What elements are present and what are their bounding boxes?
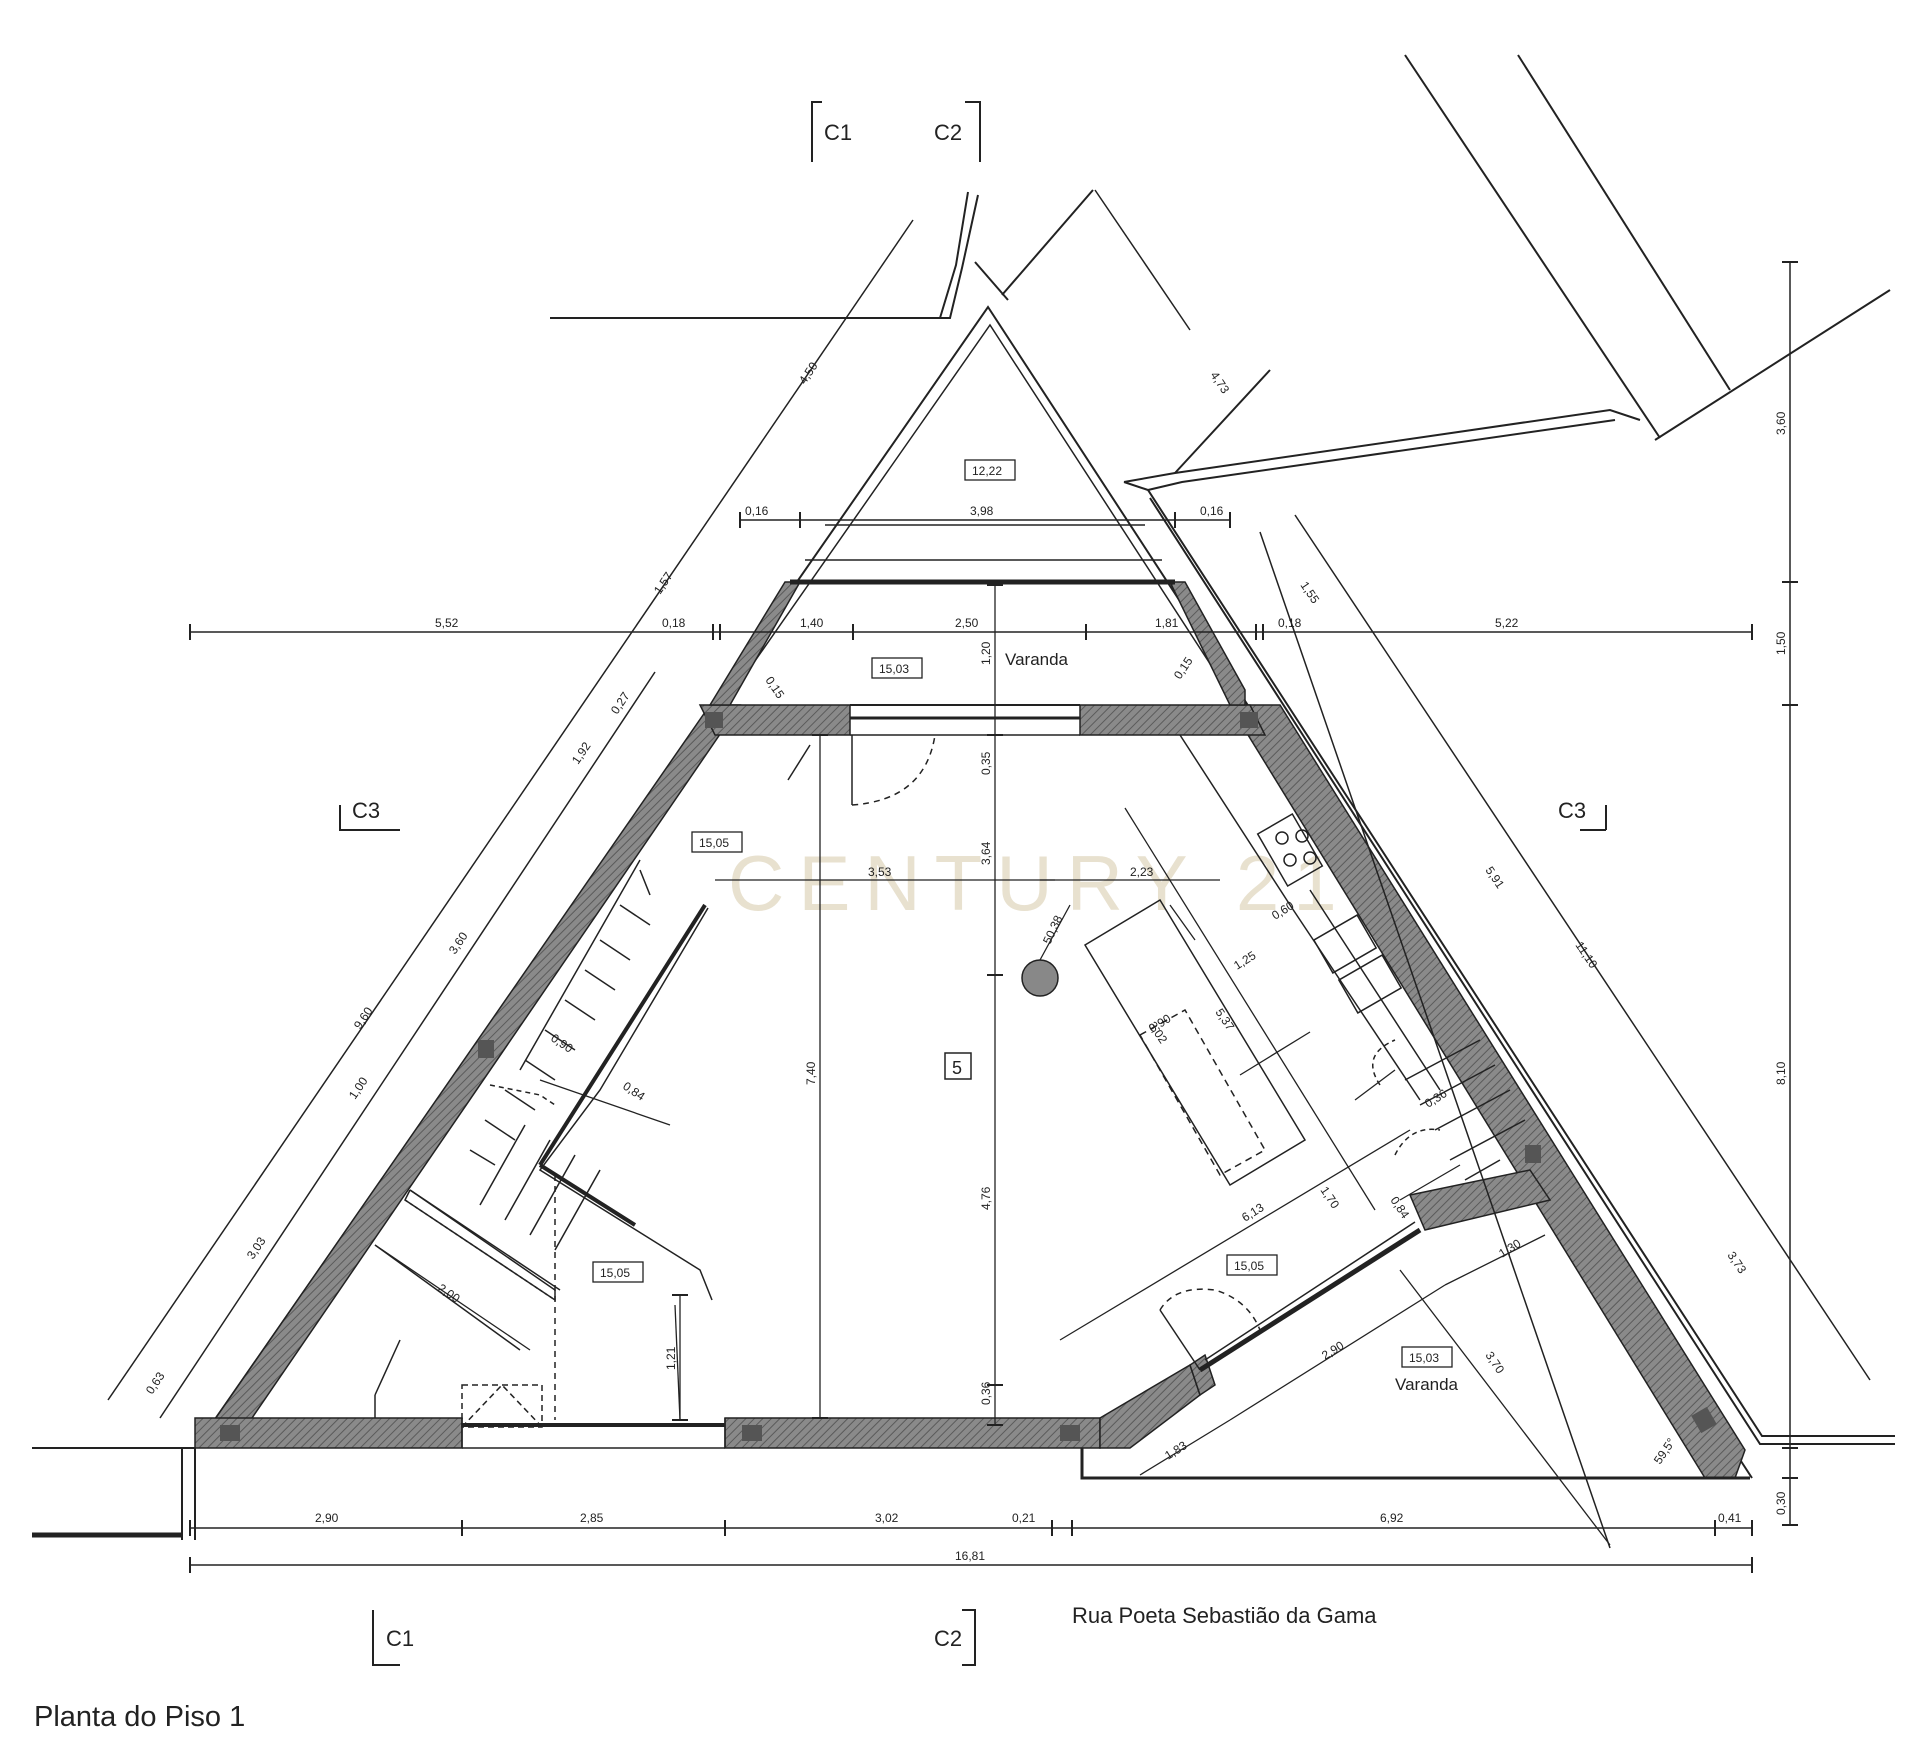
staircase: [374, 859, 713, 1420]
dim-5-91: 5,91: [1483, 864, 1508, 891]
dim-8-10: 8,10: [1774, 1061, 1788, 1085]
section-mark-c2-top: C2: [934, 120, 962, 145]
dim-2-23: 2,23: [1130, 865, 1154, 879]
dim-1-70: 1,70: [1318, 1184, 1343, 1211]
room-label-varanda-top: Varanda: [1005, 650, 1069, 669]
kitchen: [1083, 734, 1526, 1187]
dim-6-13: 6,13: [1239, 1200, 1267, 1224]
material-tags: [592, 459, 1453, 1368]
tag-12-22: 12,22: [972, 464, 1002, 478]
dim-3-02: 3,02: [875, 1511, 899, 1525]
section-mark-c1-top: C1: [824, 120, 852, 145]
dim-1-25: 1,25: [1231, 948, 1259, 972]
dim-3-98: 3,98: [970, 504, 994, 518]
tag-15-03-bottom: 15,03: [1409, 1351, 1439, 1365]
dim-1-83: 1,83: [1162, 1438, 1190, 1462]
dim-2-85: 2,85: [580, 1511, 604, 1525]
section-mark-c2-bottom: C2: [934, 1626, 962, 1651]
tag-15-03-top: 15,03: [879, 662, 909, 676]
exterior-dimension-lines: [107, 189, 1871, 1566]
dim-0-30: 0,30: [1774, 1491, 1788, 1515]
section-mark-c3-right: C3: [1558, 798, 1586, 823]
room-label-varanda-bottom: Varanda: [1395, 1375, 1459, 1394]
dim-7-40: 7,40: [804, 1061, 818, 1085]
dim-1-00: 1,00: [346, 1074, 371, 1101]
dim-1-20: 1,20: [979, 641, 993, 665]
dim-59-5: 59,5°: [1651, 1435, 1678, 1466]
dim-0-36: 0,36: [979, 1381, 993, 1405]
dim-0-27: 0,27: [608, 689, 633, 716]
dim-0-35: 0,35: [979, 751, 993, 775]
dim-5-22: 5,22: [1495, 616, 1519, 630]
tag-15-05-b: 15,05: [600, 1266, 630, 1280]
dimension-ticks: [189, 261, 1798, 1573]
dim-0-16a: 0,16: [745, 504, 769, 518]
dim-3-60b: 3,60: [446, 929, 471, 956]
dim-0-84b: 0,84: [620, 1079, 647, 1104]
dim-3-70: 3,70: [1483, 1349, 1508, 1376]
dim-5-52: 5,52: [435, 616, 459, 630]
dim-1-21: 1,21: [664, 1346, 678, 1370]
dim-3-53: 3,53: [868, 865, 892, 879]
dim-0-21: 0,21: [1012, 1511, 1036, 1525]
dim-3-73: 3,73: [1725, 1249, 1750, 1276]
dim-0-36b: 0,36: [1422, 1086, 1450, 1110]
dim-1-92: 1,92: [569, 739, 594, 766]
section-mark-c3-left: C3: [352, 798, 380, 823]
doors: [374, 734, 1441, 1428]
dim-0-16b: 0,16: [1200, 504, 1224, 518]
dim-0-18b: 0,18: [1278, 616, 1302, 630]
bottom-openings: [461, 1418, 726, 1449]
dim-3-64: 3,64: [979, 841, 993, 865]
dim-2-90b: 2,90: [1319, 1338, 1347, 1362]
bottom-varanda: [1080, 1221, 1750, 1480]
dim-2-50: 2,50: [955, 616, 979, 630]
tag-15-05-a: 15,05: [699, 836, 729, 850]
dim-6-92: 6,92: [1380, 1511, 1404, 1525]
building-walls: [194, 305, 1753, 1479]
dim-9-60: 9,60: [351, 1004, 376, 1031]
dim-2-90: 2,90: [315, 1511, 339, 1525]
dim-1-50: 1,50: [1774, 631, 1788, 655]
street-name: Rua Poeta Sebastião da Gama: [1072, 1603, 1377, 1628]
dim-0-15b: 0,15: [1171, 654, 1196, 681]
dim-16-81: 16,81: [955, 1549, 985, 1563]
tag-15-05-c: 15,05: [1234, 1259, 1264, 1273]
dim-0-15a: 0,15: [763, 674, 788, 701]
dim-0-84: 0,84: [1388, 1194, 1413, 1221]
drawing-title: Planta do Piso 1: [34, 1701, 246, 1733]
dim-4-50: 4,50: [796, 359, 821, 386]
interior-dimension-lines: [374, 585, 1611, 1546]
dim-5-37: 5,37: [1213, 1006, 1238, 1033]
room-number: 5: [952, 1058, 962, 1078]
dim-0-41: 0,41: [1718, 1511, 1742, 1525]
dim-11-10: 11,10: [1573, 939, 1601, 971]
dim-1-55: 1,55: [1298, 579, 1323, 606]
dim-0-18a: 0,18: [662, 616, 686, 630]
section-markers: [339, 101, 1607, 1666]
dim-1-40: 1,40: [800, 616, 824, 630]
top-varanda: [790, 524, 1175, 736]
dim-1-81: 1,81: [1155, 616, 1179, 630]
dim-0-63: 0,63: [143, 1369, 168, 1396]
section-mark-c1-bottom: C1: [386, 1626, 414, 1651]
dim-4-73: 4,73: [1208, 369, 1233, 396]
dim-4-76: 4,76: [979, 1186, 993, 1210]
watermark-text: CENTURY 21: [728, 839, 1351, 927]
dim-3-03: 3,03: [244, 1234, 269, 1261]
dim-3-60: 3,60: [1774, 411, 1788, 435]
